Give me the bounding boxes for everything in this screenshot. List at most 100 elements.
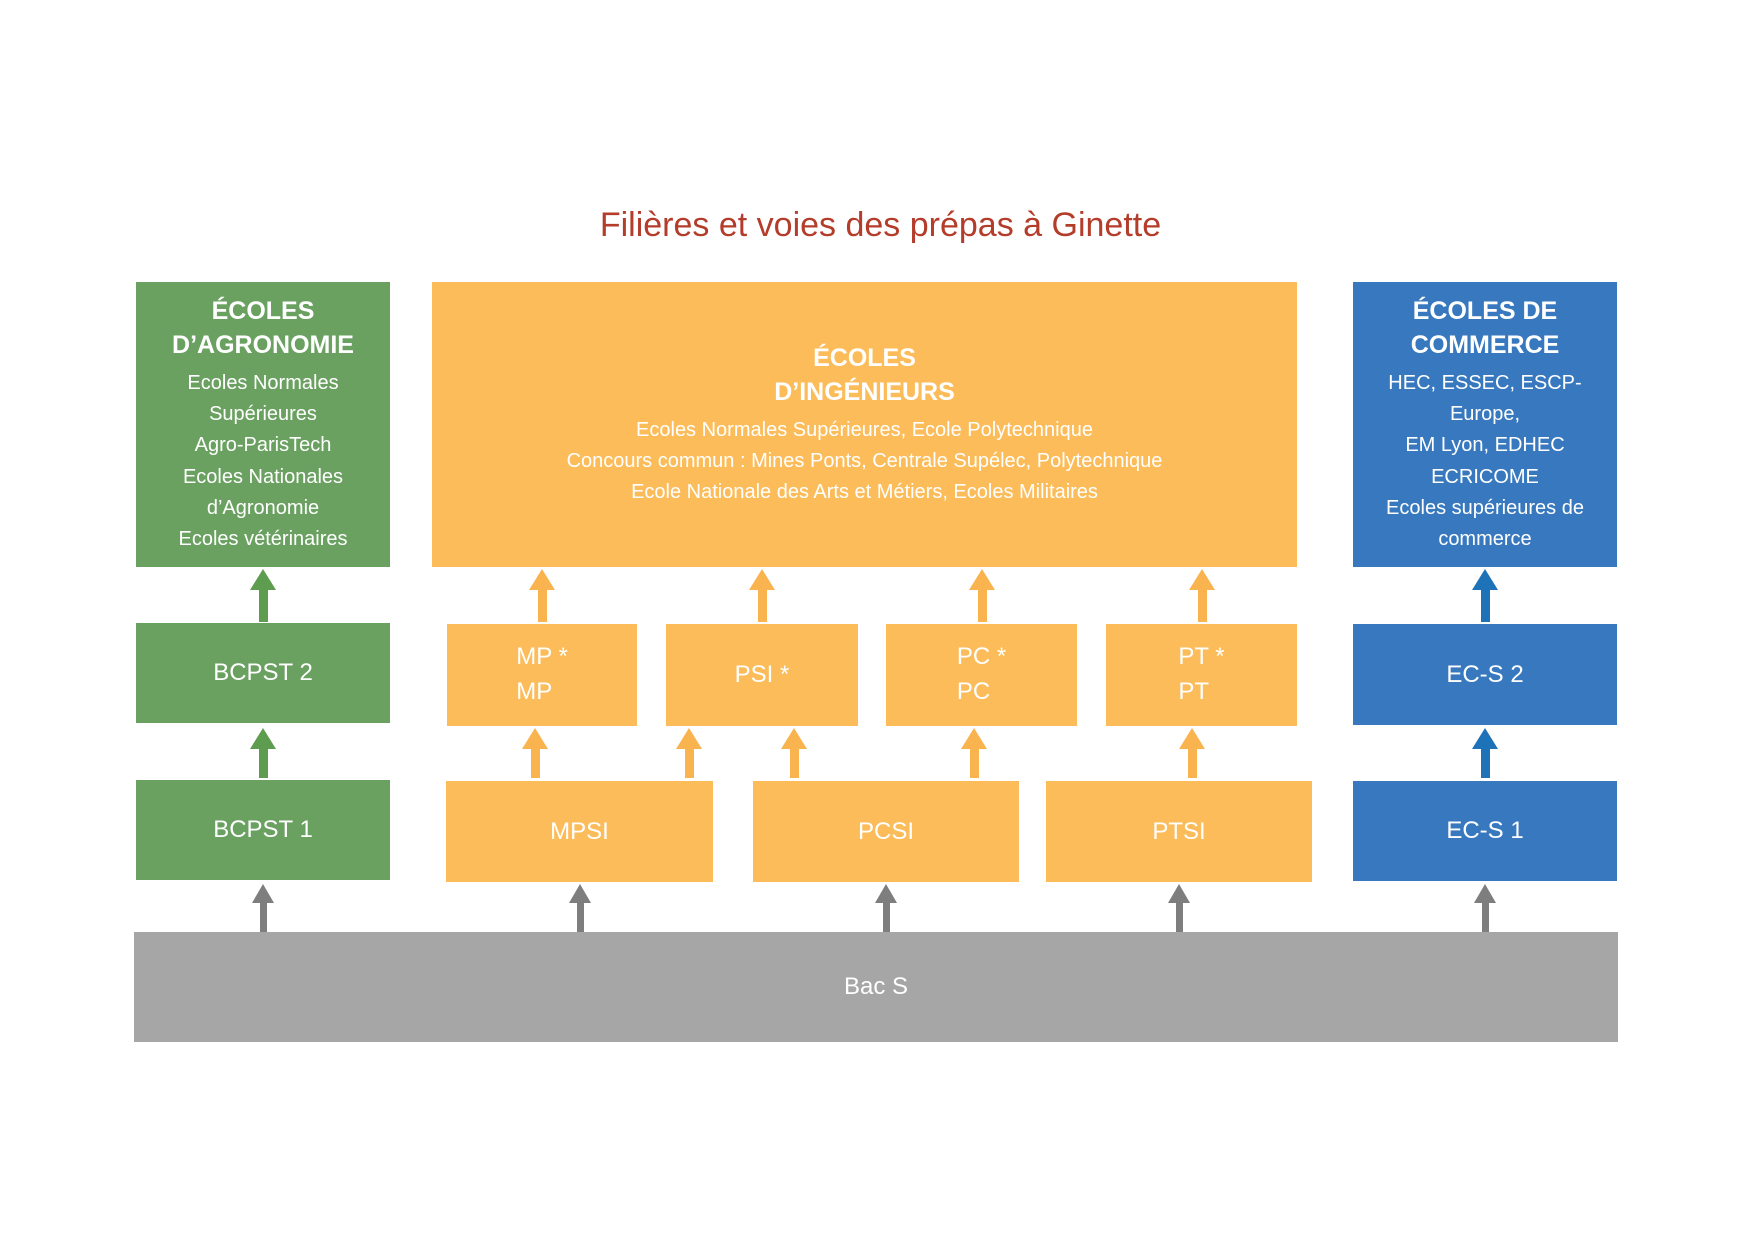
school-line: Ecoles Nationales [182, 465, 344, 488]
school-line: HEC, ESSEC, ESCP- [1388, 371, 1582, 394]
bcpst1-label: BCPST 1 [213, 816, 313, 843]
arrow-shaft [576, 903, 584, 932]
commerce-header: ÉCOLES DE COMMERCE [1411, 294, 1560, 363]
pc-label: PC * PC [957, 640, 1006, 710]
arrow-head-icon [529, 569, 555, 590]
arrow-head-icon [781, 728, 807, 749]
school-line: EM Lyon, EDHEC [1405, 434, 1565, 457]
ecs1-box: EC-S 1 [1353, 781, 1617, 881]
arrow-shaft [684, 749, 694, 778]
track-line: PSI * [734, 660, 790, 688]
arrow-shaft [1197, 590, 1207, 622]
arrow-bacs-to-bcpst1 [252, 884, 274, 932]
school-line: Ecoles vétérinaires [178, 527, 348, 550]
school-line: Ecole Nationale des Arts et Métiers, Eco… [631, 481, 1098, 504]
arrow-shaft [537, 590, 547, 622]
psi-label: PSI * [735, 658, 790, 693]
arrow-pcsi-to-psi [781, 728, 807, 778]
ecs2-label: EC-S 2 [1446, 660, 1524, 688]
arrow-bcpst1-to-bcpst2 [250, 728, 276, 778]
page-title: Filières et voies des prépas à Ginette [599, 206, 1162, 244]
ptsi-label: PTSI [1152, 817, 1206, 845]
arrow-bcpst2-to-agronomie [250, 569, 276, 622]
arrow-head-icon [250, 569, 276, 590]
bac-s-label: Bac S [843, 973, 909, 1000]
school-line: d’Agronomie [206, 496, 320, 519]
arrow-shaft [1175, 903, 1183, 932]
engineering-schools-box: ÉCOLES D’INGÉNIEURS Ecoles Normales Supé… [432, 282, 1297, 567]
arrow-head-icon [1474, 884, 1496, 903]
arrow-ecs1-to-ecs2 [1472, 728, 1498, 778]
arrow-bacs-to-ecs1 [1474, 884, 1496, 932]
agronomie-school-list: Ecoles Normales Supérieures Agro-ParisTe… [179, 368, 348, 555]
school-line: Ecoles Normales Supérieures, Ecole Polyt… [636, 418, 1093, 441]
arrow-shaft [882, 903, 890, 932]
bcpst2-box: BCPST 2 [136, 623, 390, 723]
arrow-shaft [258, 590, 268, 622]
arrow-bacs-to-mpsi [569, 884, 591, 932]
header-line: ÉCOLES DE [1412, 296, 1558, 325]
track-line: PT [1178, 678, 1210, 705]
track-line: PT * [1178, 643, 1225, 671]
arrow-shaft [757, 590, 767, 622]
school-line: Concours commun : Mines Ponts, Centrale … [566, 449, 1163, 472]
track-line: MP [516, 678, 553, 705]
arrow-shaft [977, 590, 987, 622]
arrow-head-icon [522, 728, 548, 749]
arrow-mpsi-to-mp [522, 728, 548, 778]
arrow-shaft [259, 903, 267, 932]
arrow-ecs2-to-commerce [1472, 569, 1498, 622]
arrow-head-icon [961, 728, 987, 749]
arrow-pt-to-engineering [1189, 569, 1215, 622]
psi-box: PSI * [666, 624, 858, 726]
arrow-head-icon [569, 884, 591, 903]
arrow-ptsi-to-pt [1179, 728, 1205, 778]
arrow-shaft [530, 749, 540, 778]
school-line: Agro-ParisTech [194, 434, 332, 457]
arrow-head-icon [969, 569, 995, 590]
track-line: MP * [516, 643, 568, 671]
arrow-head-icon [1472, 569, 1498, 590]
arrow-head-icon [1168, 884, 1190, 903]
arrow-bacs-to-pcsi [875, 884, 897, 932]
engineering-school-list: Ecoles Normales Supérieures, Ecole Polyt… [567, 415, 1163, 509]
ptsi-box: PTSI [1046, 781, 1312, 882]
track-line: PC [956, 678, 991, 705]
commerce-schools-box: ÉCOLES DE COMMERCE HEC, ESSEC, ESCP- Eur… [1353, 282, 1617, 567]
header-line: COMMERCE [1410, 331, 1560, 360]
engineering-header: ÉCOLES D’INGÉNIEURS [774, 341, 955, 410]
arrow-head-icon [250, 728, 276, 749]
pt-label: PT * PT [1178, 640, 1224, 710]
arrow-mpsi-to-psi [676, 728, 702, 778]
header-line: D’AGRONOMIE [172, 331, 354, 360]
school-line: commerce [1438, 527, 1532, 550]
school-line: ECRICOME [1431, 465, 1539, 488]
arrow-head-icon [676, 728, 702, 749]
pc-box: PC * PC [886, 624, 1077, 726]
arrow-head-icon [1179, 728, 1205, 749]
school-line: Ecoles supérieures de [1386, 496, 1584, 519]
arrow-head-icon [252, 884, 274, 903]
bac-s-bar: Bac S [134, 932, 1618, 1042]
ecs2-box: EC-S 2 [1353, 624, 1617, 725]
header-line: D’INGÉNIEURS [774, 378, 955, 407]
arrow-shaft [1480, 749, 1490, 778]
bcpst2-label: BCPST 2 [213, 659, 313, 686]
arrow-shaft [789, 749, 799, 778]
bcpst1-box: BCPST 1 [136, 780, 390, 880]
mpsi-label: MPSI [550, 817, 609, 845]
track-line: PC * [956, 643, 1007, 671]
pt-box: PT * PT [1106, 624, 1297, 726]
arrow-pcsi-to-pc [961, 728, 987, 778]
arrow-shaft [258, 749, 268, 778]
school-line: Europe, [1449, 403, 1521, 426]
agronomie-header: ÉCOLES D’AGRONOMIE [172, 294, 354, 363]
mpsi-box: MPSI [446, 781, 713, 882]
arrow-pc-to-engineering [969, 569, 995, 622]
arrow-head-icon [1189, 569, 1215, 590]
mp-box: MP * MP [447, 624, 637, 726]
header-line: ÉCOLES [813, 343, 916, 372]
pcsi-label: PCSI [857, 817, 914, 845]
ecs1-label: EC-S 1 [1446, 817, 1524, 844]
